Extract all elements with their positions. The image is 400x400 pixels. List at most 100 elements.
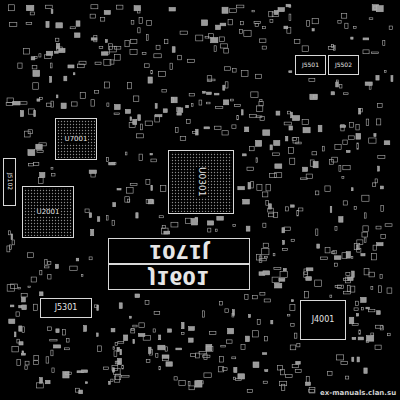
smd-part xyxy=(189,93,194,96)
smd-part xyxy=(50,339,57,341)
smd-part xyxy=(176,348,182,350)
smd-part xyxy=(253,362,259,368)
smd-part xyxy=(159,216,163,218)
smd-part xyxy=(376,6,383,12)
smd-part xyxy=(234,105,240,107)
smd-part xyxy=(276,111,280,115)
smd-part xyxy=(21,294,27,297)
smd-part xyxy=(302,46,308,52)
smd-part xyxy=(295,369,301,372)
smd-part xyxy=(336,80,338,82)
smd-part xyxy=(111,328,115,331)
smd-part xyxy=(51,101,53,107)
smd-part xyxy=(337,355,344,360)
smd-part xyxy=(251,182,253,188)
smd-part xyxy=(278,8,284,12)
smd-part xyxy=(189,338,194,342)
smd-part xyxy=(297,344,300,347)
smd-part xyxy=(266,200,269,205)
smd-part xyxy=(325,247,330,253)
smd-part xyxy=(245,336,249,341)
smd-part xyxy=(221,345,226,347)
smd-part xyxy=(125,152,127,155)
smd-part xyxy=(189,327,195,331)
smd-part xyxy=(376,226,381,229)
ref-designator: J5301 xyxy=(54,304,79,312)
smd-part xyxy=(340,85,342,88)
smd-part xyxy=(40,97,43,99)
smd-part xyxy=(180,31,187,34)
connector-outline: J5301 xyxy=(40,298,92,318)
smd-part xyxy=(55,51,59,53)
smd-part xyxy=(112,220,115,225)
smd-part xyxy=(273,153,280,156)
smd-part xyxy=(122,375,129,377)
smd-part xyxy=(357,245,359,250)
smd-part xyxy=(282,384,285,390)
smd-part xyxy=(94,91,98,94)
smd-part xyxy=(263,26,266,28)
smd-part xyxy=(175,128,178,133)
smd-part xyxy=(40,378,43,384)
smd-part xyxy=(343,201,347,205)
smd-part xyxy=(34,304,38,310)
smd-part xyxy=(76,21,80,26)
smd-part xyxy=(124,335,128,341)
smd-part xyxy=(348,136,354,140)
smd-part xyxy=(147,21,152,26)
ref-designator: J5102 xyxy=(6,173,14,190)
chip-outline: U7001 xyxy=(55,118,97,160)
smd-part xyxy=(210,332,216,335)
bga-grid xyxy=(24,188,72,236)
smd-part xyxy=(37,150,43,152)
smd-part xyxy=(195,381,202,387)
smd-part xyxy=(12,240,14,245)
smd-part xyxy=(268,204,271,209)
smd-part xyxy=(33,70,40,76)
smd-part xyxy=(286,4,290,7)
smd-part xyxy=(259,39,266,43)
smd-part xyxy=(98,217,100,222)
smd-part xyxy=(128,83,132,89)
smd-part xyxy=(216,25,221,29)
smd-part xyxy=(125,41,129,47)
smd-part xyxy=(307,20,310,26)
smd-part xyxy=(112,365,118,370)
smd-part xyxy=(168,329,172,332)
smd-part xyxy=(111,379,113,381)
smd-part xyxy=(262,192,267,197)
smd-part xyxy=(260,258,266,261)
smd-part xyxy=(220,23,226,26)
smd-part xyxy=(352,271,355,277)
smd-part xyxy=(372,254,377,260)
smd-part xyxy=(28,286,31,288)
smd-part xyxy=(95,62,101,64)
smd-part xyxy=(257,106,263,112)
smd-part xyxy=(153,329,155,332)
smd-part xyxy=(106,216,108,220)
smd-part xyxy=(270,19,273,22)
smd-part xyxy=(250,115,257,118)
smd-part xyxy=(371,52,378,54)
smd-part xyxy=(162,89,167,92)
smd-part xyxy=(113,203,116,207)
smd-part xyxy=(248,314,250,317)
smd-part xyxy=(366,119,368,125)
smd-part xyxy=(22,327,24,333)
smd-part xyxy=(33,83,39,89)
smd-part xyxy=(177,113,181,115)
smd-part xyxy=(27,253,33,258)
smd-part xyxy=(304,269,308,275)
smd-part xyxy=(105,82,110,88)
smd-part xyxy=(114,351,117,357)
smd-part xyxy=(178,108,183,113)
smd-part xyxy=(130,50,137,55)
smd-part xyxy=(354,26,357,28)
smd-part xyxy=(318,125,322,131)
smd-part xyxy=(56,95,58,98)
smd-part xyxy=(283,268,286,270)
smd-part xyxy=(39,54,41,57)
smd-part xyxy=(172,47,175,53)
smd-part xyxy=(265,337,268,341)
smd-part xyxy=(133,119,137,124)
